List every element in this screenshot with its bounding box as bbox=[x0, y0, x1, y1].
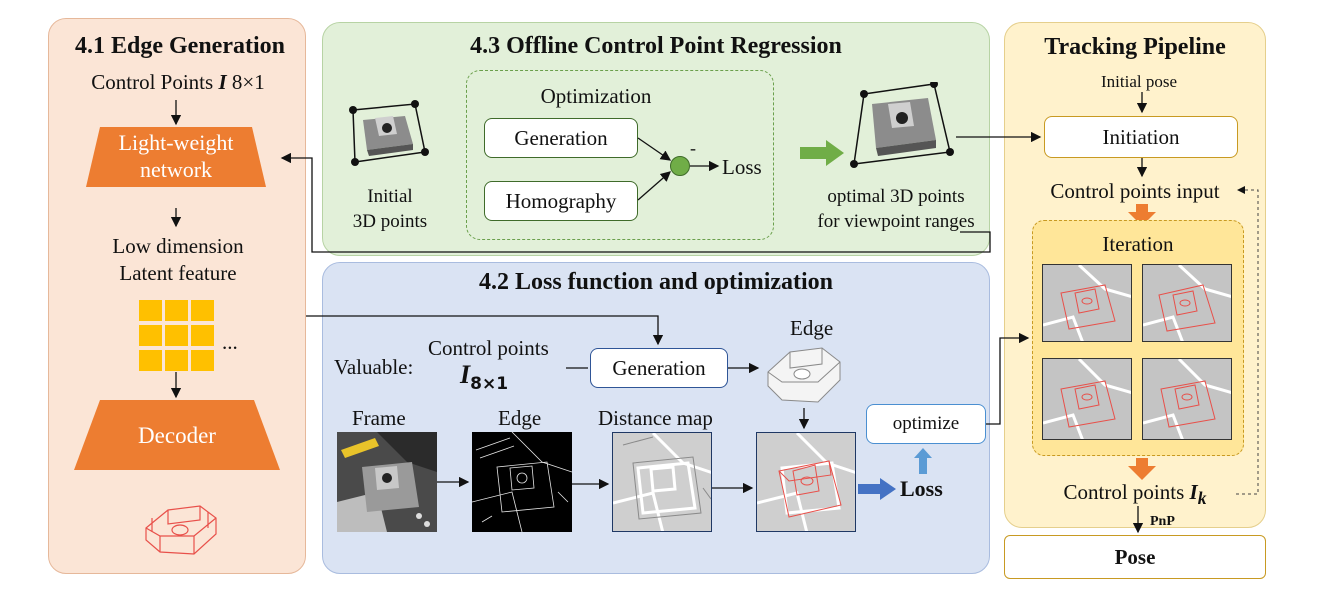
latent-feature-grid bbox=[139, 300, 217, 372]
latent-cell bbox=[191, 300, 214, 321]
loss-panel-loss-label: Loss bbox=[900, 476, 943, 501]
valuable-label: Valuable: bbox=[334, 355, 414, 379]
loss-control-points-label: Control points bbox=[428, 336, 549, 360]
blue-up-arrow bbox=[914, 448, 932, 474]
latent-cell bbox=[191, 325, 214, 346]
iteration-image-4 bbox=[1142, 358, 1232, 440]
loss-panel-title: 4.2 Loss function and optimization bbox=[478, 269, 834, 295]
decoder-block bbox=[74, 400, 280, 470]
green-arrow bbox=[800, 140, 844, 166]
distance-map-label: Distance map bbox=[598, 406, 713, 430]
edge-label: Edge bbox=[498, 406, 542, 430]
edge-render-image bbox=[762, 338, 846, 408]
control-points-caption: Control Points I 8×1 bbox=[55, 70, 301, 95]
control-points-dim: 8×1 bbox=[231, 70, 265, 94]
control-points-symbol: I bbox=[218, 70, 227, 94]
edge-generation-panel bbox=[48, 18, 306, 574]
optimize-box: optimize bbox=[866, 404, 986, 444]
iteration-image-3 bbox=[1042, 358, 1132, 440]
initial-label-1: Initial bbox=[367, 186, 413, 207]
orange-down-arrow-2 bbox=[1128, 458, 1156, 480]
iteration-label: Iteration bbox=[1102, 232, 1174, 256]
edge-image bbox=[472, 432, 572, 532]
tracking-title: Tracking Pipeline bbox=[1044, 34, 1226, 60]
edge-wireframe-image bbox=[138, 488, 222, 560]
offline-regression-title: 4.3 Offline Control Point Regression bbox=[470, 33, 842, 59]
overlay-image bbox=[756, 432, 856, 532]
latent-ellipsis: ... bbox=[222, 330, 238, 354]
pose-box: Pose bbox=[1004, 535, 1266, 579]
loss-control-points-symbol: I8×1 bbox=[460, 360, 508, 394]
optimal-label-1: optimal 3D points bbox=[827, 186, 965, 207]
initial-label-2: 3D points bbox=[352, 211, 428, 232]
orange-down-arrow-1 bbox=[1128, 204, 1156, 226]
control-out-symbol: I bbox=[1189, 480, 1198, 504]
offline-loss-label: Loss bbox=[722, 155, 762, 179]
loss-generation-box: Generation bbox=[590, 348, 728, 388]
minus-sign: - bbox=[690, 138, 696, 158]
control-out-label: Control points bbox=[1063, 480, 1185, 504]
edge-top-label: Edge bbox=[790, 316, 834, 340]
network-label-2: network bbox=[139, 157, 213, 182]
optimal-object-image bbox=[848, 80, 958, 172]
latent-cell bbox=[139, 300, 162, 321]
latent-cell bbox=[165, 300, 188, 321]
light-weight-network-block bbox=[86, 127, 266, 187]
initial-pose-label: Initial pose bbox=[1100, 72, 1177, 91]
latent-cell bbox=[139, 350, 162, 371]
latent-cell bbox=[165, 350, 188, 371]
control-points-label: Control Points bbox=[91, 70, 214, 94]
subtraction-node bbox=[670, 156, 690, 176]
latent-label-2: Latent feature bbox=[119, 261, 237, 285]
control-out-caption: Control points Ik bbox=[1004, 480, 1266, 509]
distance-map-image bbox=[612, 432, 712, 532]
edge-generation-title: 4.1 Edge Generation bbox=[75, 33, 285, 59]
control-input-label: Control points input bbox=[1050, 179, 1220, 203]
latent-cell bbox=[191, 350, 214, 371]
generation-box: Generation bbox=[484, 118, 638, 158]
homography-box: Homography bbox=[484, 181, 638, 221]
control-points-symbol-i: I bbox=[460, 360, 471, 389]
latent-label-1: Low dimension bbox=[112, 234, 244, 258]
pnp-label: PnP bbox=[1150, 514, 1175, 529]
latent-cell bbox=[139, 325, 162, 346]
frame-image bbox=[337, 432, 437, 532]
iteration-image-1 bbox=[1042, 264, 1132, 342]
control-out-subscript: k bbox=[1197, 488, 1207, 509]
optimization-label: Optimization bbox=[540, 84, 652, 108]
blue-right-arrow bbox=[858, 478, 896, 500]
network-label-1: Light-weight bbox=[118, 130, 234, 155]
initial-object-image bbox=[345, 100, 429, 168]
optimal-label-2: for viewpoint ranges bbox=[817, 211, 975, 232]
frame-label: Frame bbox=[352, 406, 406, 430]
iteration-image-2 bbox=[1142, 264, 1232, 342]
decoder-label: Decoder bbox=[138, 423, 216, 448]
latent-cell bbox=[165, 325, 188, 346]
initiation-box: Initiation bbox=[1044, 116, 1238, 158]
control-points-subscript: 8×1 bbox=[470, 374, 509, 395]
